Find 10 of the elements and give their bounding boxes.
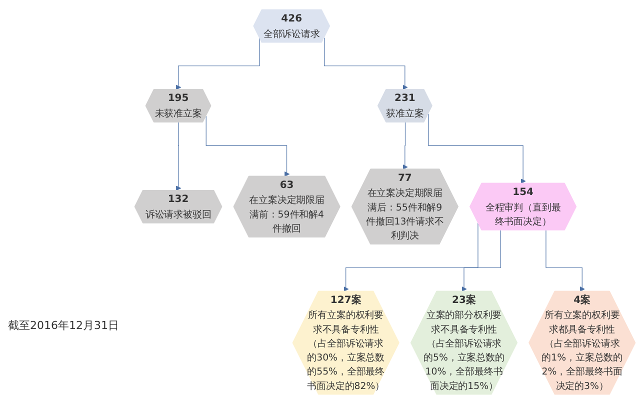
arrow [206, 116, 290, 177]
arrow [546, 230, 585, 292]
arrow [176, 37, 260, 90]
arrow [462, 230, 501, 292]
arrow [344, 222, 478, 292]
arrow [402, 122, 408, 170]
arrow [176, 122, 182, 191]
date-note: 截至2016年12月31日 [8, 318, 119, 333]
arrow [324, 37, 408, 90]
arrow [428, 114, 526, 184]
